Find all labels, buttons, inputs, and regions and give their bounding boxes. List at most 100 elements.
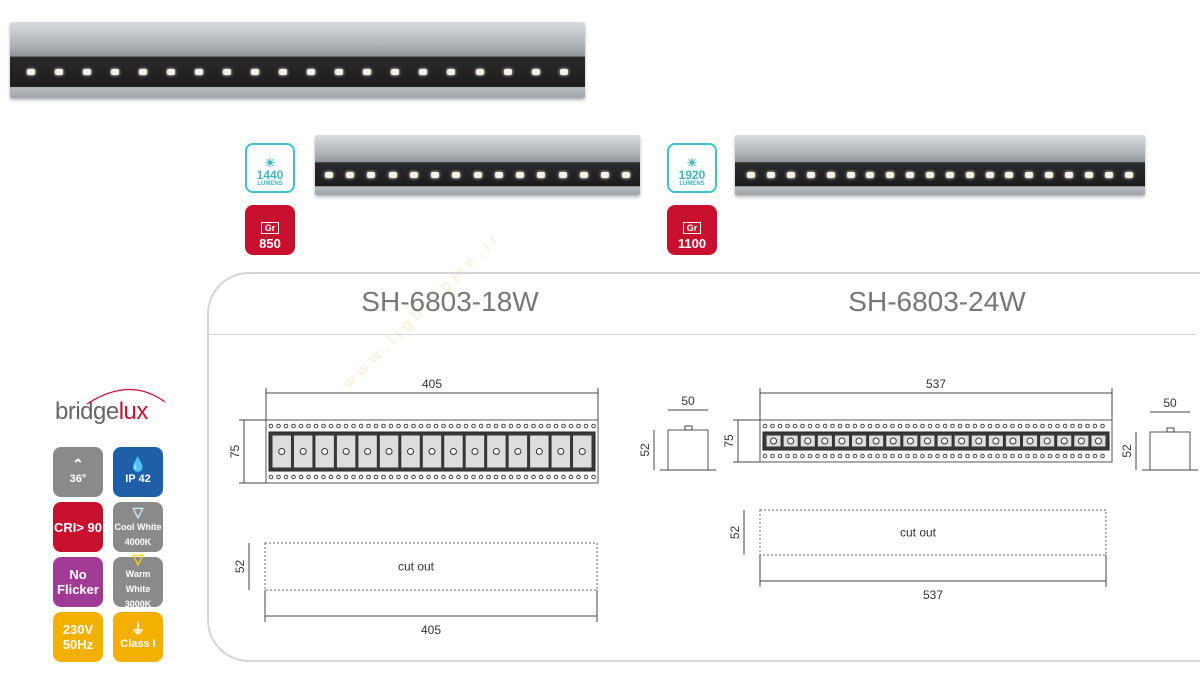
mounting-hole bbox=[298, 474, 304, 480]
mounting-hole bbox=[995, 453, 1000, 459]
mounting-hole bbox=[268, 474, 274, 480]
mounting-hole bbox=[456, 474, 461, 480]
mounting-hole bbox=[852, 423, 858, 429]
mounting-hole bbox=[471, 474, 476, 480]
mounting-hole bbox=[358, 474, 364, 480]
mounting-hole bbox=[837, 423, 843, 429]
mounting-hole bbox=[1017, 423, 1023, 429]
mounting-hole bbox=[822, 423, 828, 429]
led bbox=[431, 171, 439, 178]
led-lens bbox=[535, 448, 543, 455]
mounting-hole bbox=[456, 423, 461, 429]
mounting-hole bbox=[583, 474, 589, 480]
mounting-hole bbox=[1047, 423, 1053, 429]
lumens-badge-24w: ☀ 1920 LUMENS bbox=[667, 143, 717, 193]
led bbox=[111, 69, 120, 76]
led bbox=[1005, 171, 1014, 178]
led bbox=[787, 171, 796, 178]
mounting-hole bbox=[538, 474, 544, 480]
mounting-hole bbox=[298, 423, 304, 429]
mounting-hole bbox=[478, 474, 484, 480]
led bbox=[1045, 171, 1054, 178]
mounting-hole bbox=[777, 453, 783, 459]
mounting-hole bbox=[463, 423, 469, 429]
mounting-hole bbox=[1040, 423, 1045, 429]
led bbox=[391, 69, 400, 76]
mounting-hole bbox=[972, 453, 978, 459]
led-lens bbox=[872, 437, 880, 445]
side-view-outline bbox=[1149, 431, 1191, 471]
mounting-hole bbox=[381, 423, 386, 429]
led bbox=[886, 171, 895, 178]
mounting-hole bbox=[830, 453, 835, 459]
mounting-hole bbox=[792, 453, 798, 459]
mounting-hole bbox=[291, 423, 296, 429]
mounting-hole bbox=[538, 423, 544, 429]
led-lens bbox=[804, 437, 812, 445]
mounting-hole bbox=[987, 453, 993, 459]
mounting-hole bbox=[1092, 453, 1098, 459]
led bbox=[251, 69, 260, 76]
mounting-hole bbox=[358, 423, 364, 429]
mounting-hole bbox=[1032, 423, 1038, 429]
mounting-hole bbox=[1085, 453, 1090, 459]
mounting-hole bbox=[1025, 453, 1030, 459]
led bbox=[579, 171, 588, 178]
led-lens bbox=[1077, 437, 1085, 445]
led-lens bbox=[578, 448, 586, 455]
mounting-hole bbox=[343, 423, 349, 429]
weight-badge-24w: Gr 1100 bbox=[667, 205, 717, 255]
led-lens bbox=[855, 437, 863, 445]
mounting-hole bbox=[957, 453, 963, 459]
side-view-outline bbox=[667, 429, 709, 471]
mounting-hole bbox=[770, 453, 775, 459]
mounting-hole bbox=[1100, 423, 1105, 429]
mounting-hole bbox=[328, 474, 334, 480]
mounting-hole bbox=[471, 423, 476, 429]
mounting-hole bbox=[426, 423, 431, 429]
mounting-hole bbox=[1025, 423, 1030, 429]
led bbox=[324, 171, 333, 178]
led bbox=[846, 171, 855, 178]
mounting-hole bbox=[1002, 423, 1008, 429]
mounting-hole bbox=[441, 474, 446, 480]
mounting-hole bbox=[396, 474, 401, 480]
mounting-hole bbox=[508, 474, 514, 480]
mounting-hole bbox=[403, 474, 409, 480]
fixture-image-24w bbox=[735, 135, 1145, 195]
length-label: 537 bbox=[926, 377, 946, 391]
led-lens bbox=[492, 448, 500, 455]
led-lens bbox=[471, 448, 479, 455]
mounting-hole bbox=[852, 453, 858, 459]
led bbox=[475, 69, 484, 76]
mounting-hole bbox=[920, 423, 925, 429]
model-title-18w: SH-6803-18W bbox=[361, 286, 539, 317]
led-lens bbox=[923, 437, 931, 445]
mounting-hole bbox=[897, 423, 903, 429]
mounting-hole bbox=[867, 423, 873, 429]
spec-panel bbox=[207, 272, 1200, 662]
mounting-hole bbox=[306, 474, 311, 480]
mounting-hole bbox=[561, 474, 566, 480]
warm-light-icon: ▽ bbox=[132, 551, 144, 567]
led bbox=[279, 69, 288, 76]
led bbox=[167, 69, 176, 76]
mounting-hole bbox=[980, 453, 985, 459]
mounting-hole bbox=[987, 423, 993, 429]
mounting-hole bbox=[411, 474, 416, 480]
led bbox=[866, 171, 875, 178]
mounting-hole bbox=[965, 453, 970, 459]
led bbox=[622, 171, 631, 178]
mounting-hole bbox=[815, 423, 820, 429]
mounting-hole bbox=[313, 474, 319, 480]
mounting-hole bbox=[366, 423, 371, 429]
cool-light-icon: ▽ bbox=[132, 503, 144, 520]
mounting-hole bbox=[1002, 453, 1008, 459]
mounting-hole bbox=[321, 423, 326, 429]
mounting-hole bbox=[905, 453, 910, 459]
led bbox=[419, 69, 428, 76]
mounting-hole bbox=[576, 423, 581, 429]
mounting-hole bbox=[426, 474, 431, 480]
mounting-hole bbox=[912, 453, 918, 459]
led bbox=[531, 69, 540, 76]
